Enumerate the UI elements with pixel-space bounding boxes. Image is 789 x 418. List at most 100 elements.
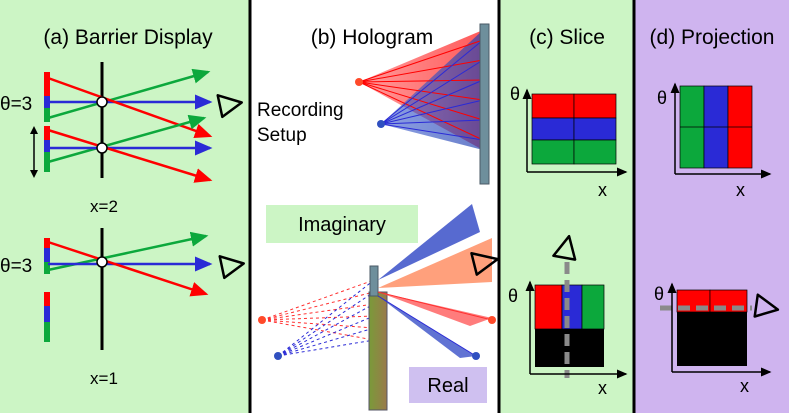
theta-label-bottom: θ=3 — [0, 256, 32, 277]
recording-label-line2: Setup — [257, 125, 307, 146]
hologram-plate — [479, 23, 490, 185]
axis-theta-label: θ — [508, 286, 518, 306]
cell-black — [677, 312, 747, 366]
cell-green — [573, 139, 617, 165]
virtual-ray-red — [261, 279, 375, 321]
blue-ray — [380, 79, 484, 125]
blue-ray — [380, 99, 484, 125]
theta-label-top: θ=3 — [0, 94, 32, 115]
red-ray — [358, 39, 484, 83]
virtual-ray-blue — [277, 315, 375, 357]
cell-red — [573, 93, 617, 119]
hologram-plate — [369, 265, 379, 297]
virtual-ray-red — [261, 319, 375, 329]
imaginary-label: Imaginary — [298, 214, 386, 236]
barrier-display-bottom: θ=3 x=1 — [0, 228, 245, 388]
point-source-icon — [355, 78, 363, 86]
real-ray-blue — [377, 295, 477, 357]
panel-b-title: (b) Hologram — [311, 26, 434, 49]
blue-beam-fan — [381, 30, 483, 150]
axis-x-label: x — [736, 180, 745, 200]
pixel-green — [44, 108, 50, 122]
x-label-bottom: x=1 — [90, 369, 118, 388]
panel-a-background — [0, 0, 249, 413]
aperture — [96, 256, 108, 268]
pixel-green — [44, 152, 50, 172]
ray-green — [47, 114, 207, 164]
panel-c-title: (c) Slice — [529, 26, 605, 49]
virtual-ray-blue — [277, 279, 375, 357]
virtual-ray-blue — [277, 327, 375, 357]
virtual-ray-red — [261, 291, 375, 321]
arrowhead — [30, 126, 38, 134]
projection-plot-top: θ x — [657, 82, 772, 200]
blue-ray — [380, 59, 484, 125]
red-ray — [358, 59, 484, 83]
ray-green — [47, 68, 211, 120]
reconstruction-setup: Imaginary — [258, 204, 499, 411]
red-beam-fan — [378, 292, 492, 326]
pixel-blue — [44, 306, 50, 322]
x-label-top: x=2 — [90, 197, 118, 216]
blue-ray — [380, 39, 484, 125]
cell-green — [581, 284, 605, 330]
point-source-icon — [488, 316, 496, 324]
aperture — [96, 142, 108, 154]
pixel-green — [44, 322, 50, 342]
point-source-icon — [472, 352, 480, 360]
ray-red — [47, 128, 213, 183]
panel-a-title: (a) Barrier Display — [43, 26, 213, 49]
reconstruction-bar — [368, 291, 388, 411]
pixel-red — [44, 126, 50, 140]
virtual-ray-blue — [277, 291, 375, 357]
point-source-icon — [274, 352, 282, 360]
eye-icon — [216, 94, 243, 119]
eye-icon — [218, 255, 245, 280]
virtual-ray-red — [261, 315, 375, 321]
real-label-box — [409, 367, 487, 403]
panel-d-title: (d) Projection — [650, 26, 775, 49]
slice-plot-bottom: θ x — [508, 234, 628, 398]
red-ray — [358, 79, 484, 83]
blue-beam-fan — [378, 204, 480, 280]
pixel-green — [44, 262, 50, 274]
imaginary-label-box — [266, 205, 418, 243]
eye-icon — [753, 293, 780, 318]
virtual-ray-blue — [277, 303, 375, 357]
cell-blue — [531, 117, 575, 141]
point-source-icon — [377, 120, 385, 128]
red-ray — [358, 81, 484, 141]
blue-ray — [380, 123, 484, 141]
recording-label-line1: Recording — [257, 100, 344, 121]
point-source-icon — [258, 316, 266, 324]
pixel-red — [44, 238, 50, 248]
virtual-ray-red — [261, 303, 375, 321]
eye-icon — [552, 234, 577, 261]
real-label: Real — [427, 375, 468, 397]
axis-x-label: x — [740, 376, 749, 396]
cell-red — [534, 284, 563, 330]
ray-red — [47, 76, 213, 139]
axis-theta-label: θ — [510, 84, 520, 104]
axis-theta-label: θ — [657, 88, 667, 108]
cell-blue — [573, 117, 617, 141]
cell-red — [531, 93, 575, 119]
slice-plot-top: θ x — [510, 84, 628, 200]
pixel-blue — [44, 96, 50, 108]
virtual-ray-blue — [277, 339, 375, 357]
pixel-blue — [44, 248, 50, 262]
barrier-display-top: θ=3 x=2 — [0, 62, 243, 216]
aperture — [96, 96, 108, 108]
axis-x-label: x — [598, 180, 607, 200]
red-beam-fan — [378, 238, 492, 288]
cell-green — [531, 139, 575, 165]
pixel-red — [44, 292, 50, 306]
pixel-red — [44, 72, 50, 96]
red-ray — [358, 81, 484, 121]
eye-icon — [470, 252, 499, 276]
recording-setup: Recording Setup — [257, 23, 490, 185]
blue-ray — [380, 119, 484, 125]
axis-theta-label: θ — [654, 284, 664, 304]
